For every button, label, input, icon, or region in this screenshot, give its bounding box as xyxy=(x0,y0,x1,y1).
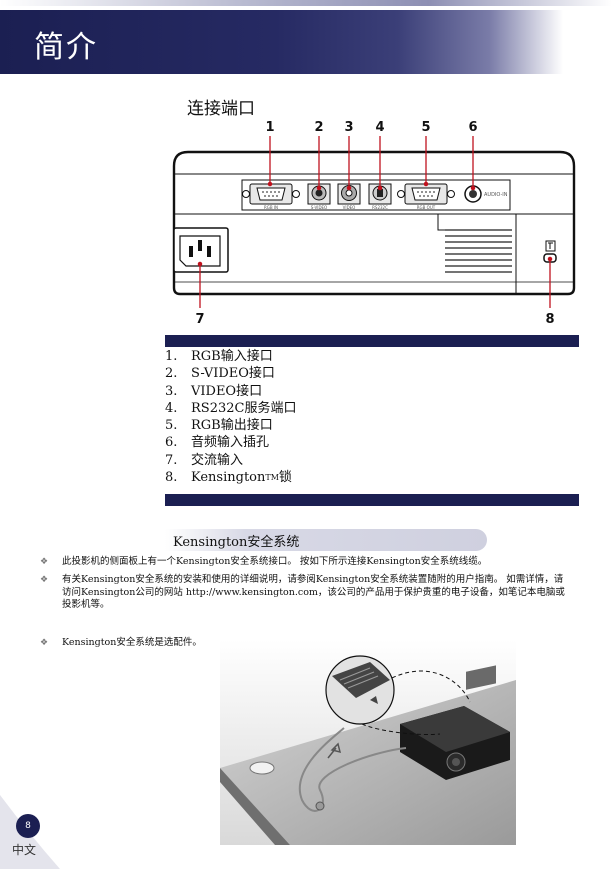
projector-icon xyxy=(400,665,510,780)
connection-ports-diagram: 1 2 3 4 5 6 RGB IN S-VIDEO xyxy=(172,120,576,327)
diamond-bullet-icon: ❖ xyxy=(40,575,49,585)
page-corner-shade xyxy=(0,795,60,869)
callout-number-4: 4 xyxy=(375,120,384,135)
callout-number-1: 1 xyxy=(265,120,274,135)
callout-number-5: 5 xyxy=(421,120,430,135)
video-port-icon: VIDEO xyxy=(337,183,361,210)
list-item: 7.交流输入 xyxy=(165,452,244,468)
header-top-line xyxy=(0,0,612,6)
list-item: 2.S-VIDEO接口 xyxy=(165,366,275,382)
callout-number-8: 8 xyxy=(545,312,554,327)
ac-power-inlet-icon xyxy=(173,227,229,273)
projector-rear-panel xyxy=(172,150,576,296)
list-bottom-bar xyxy=(165,494,579,506)
chapter-title: 简介 xyxy=(34,30,98,65)
callout-number-6: 6 xyxy=(468,120,477,135)
kensington-lock-illustration xyxy=(220,640,516,845)
page-language-label: 中文 xyxy=(12,843,37,857)
callout-number-2: 2 xyxy=(314,120,323,135)
diamond-bullet-icon: ❖ xyxy=(40,638,49,648)
list-item: 5.RGB输出接口 xyxy=(165,418,273,434)
list-item: 3.VIDEO接口 xyxy=(165,383,263,399)
list-top-bar xyxy=(165,335,579,347)
kensington-heading: Kensington安全系统 xyxy=(173,535,300,550)
list-item: 6.音频输入插孔 xyxy=(165,435,270,451)
audio-in-jack-icon: AUDIO-IN xyxy=(464,185,508,203)
rgb-out-port-icon: RGB OUT xyxy=(397,183,455,210)
rgb-out-label: RGB OUT xyxy=(417,205,436,210)
callout-number-3: 3 xyxy=(344,120,353,135)
page-number: 8 xyxy=(16,814,40,838)
video-label: VIDEO xyxy=(343,205,356,210)
s-video-port-icon: S-VIDEO xyxy=(307,183,331,210)
section-title: 连接端口 xyxy=(187,99,255,119)
rgb-in-label: RGB IN xyxy=(264,205,278,210)
header-band xyxy=(0,10,612,74)
audio-in-label: AUDIO-IN xyxy=(484,192,508,198)
rs232c-label: RS232C xyxy=(372,205,388,210)
kensington-heading-pill xyxy=(165,529,487,551)
callout-number-7: 7 xyxy=(195,312,204,327)
rs232c-port-icon: RS232C xyxy=(368,183,392,210)
list-item: 4.RS232C服务端口 xyxy=(165,400,297,416)
list-item: 1.RGB输入接口 xyxy=(165,349,273,364)
s-video-label: S-VIDEO xyxy=(311,205,327,210)
port-list: 1.RGB输入接口 2.S-VIDEO接口 3.VIDEO接口 4.RS232C… xyxy=(165,348,296,486)
diamond-bullet-icon: ❖ xyxy=(40,557,49,567)
